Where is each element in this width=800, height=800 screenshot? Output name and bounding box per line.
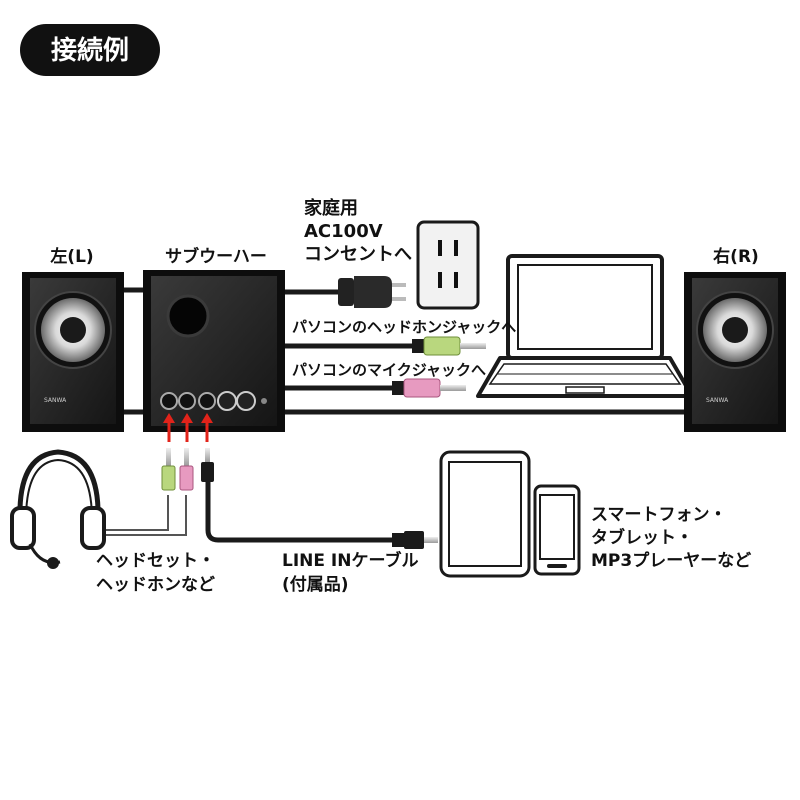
headset-cable-green xyxy=(92,495,169,531)
arrow-jack-2-head xyxy=(181,413,193,423)
linein-label-line1: LINE INケーブル xyxy=(282,550,418,571)
right-speaker-brand: SANWA xyxy=(706,397,729,404)
mic-plug-strain xyxy=(392,381,406,395)
laptop-trackpad xyxy=(565,386,605,394)
subwoofer xyxy=(143,270,285,432)
headphone-plug-body xyxy=(423,336,461,356)
left-speaker-ear-l xyxy=(64,319,70,325)
left-speaker-label: 左(L) xyxy=(50,246,93,267)
pc-plugs xyxy=(392,336,486,398)
right-speaker-ear-l xyxy=(726,319,732,325)
outlet-plate xyxy=(416,220,480,310)
outlet-slot-3 xyxy=(438,272,442,288)
pink-plug-body xyxy=(179,465,194,491)
power-plug-prong-2 xyxy=(392,297,406,301)
phone-screen xyxy=(539,494,575,560)
linein-end-body xyxy=(404,531,424,549)
volume-knob xyxy=(236,391,256,411)
headphone-plug-tip xyxy=(460,343,486,349)
headset-jack-2 xyxy=(178,392,196,410)
headset-band-outer xyxy=(17,449,101,521)
power-plug xyxy=(338,276,406,308)
right-speaker-ear-r xyxy=(738,319,744,325)
jack-arrows xyxy=(163,413,213,442)
headset-cable-pink xyxy=(92,495,187,536)
line-in-cable xyxy=(205,475,398,543)
headset-cables xyxy=(92,495,187,536)
power-led xyxy=(261,398,267,404)
headset xyxy=(10,449,106,569)
ac-label-line3: コンセントへ xyxy=(304,244,412,265)
headset-plugs xyxy=(161,448,214,491)
bass-knob xyxy=(217,391,237,411)
outlet-slot-4 xyxy=(454,272,458,288)
headphone-plug-strain xyxy=(412,339,426,353)
right-speaker-label: 右(R) xyxy=(713,246,759,267)
tablet-screen xyxy=(448,461,522,567)
title-pill xyxy=(20,24,160,76)
line-in-jack xyxy=(198,392,216,410)
phone-button xyxy=(547,564,567,568)
wall-outlet xyxy=(416,220,480,310)
labels: 左(L) サブウーハー 右(R) 家庭用 AC100V コンセントへ パソコンの… xyxy=(50,197,759,595)
power-plug-strain xyxy=(338,278,354,306)
headset-label-line1: ヘッドセット・ xyxy=(96,551,215,571)
outlet-slot-2 xyxy=(454,240,458,256)
outlet-slot-1 xyxy=(438,240,442,256)
laptop xyxy=(476,254,694,398)
subwoofer-label: サブウーハー xyxy=(165,246,267,267)
right-speaker-cap xyxy=(722,317,748,343)
left-speaker-brand: SANWA xyxy=(44,397,67,404)
title-badge: 接続例 xyxy=(20,24,160,76)
headset-label-line2: ヘッドホンなど xyxy=(96,575,215,595)
tablet xyxy=(439,450,531,578)
linein-label-line2: (付属品) xyxy=(282,574,349,595)
devices-label-line2: タブレット・ xyxy=(591,527,693,548)
smartphone xyxy=(533,484,581,576)
headset-jack-1 xyxy=(160,392,178,410)
laptop-screen xyxy=(517,264,653,350)
bass-port xyxy=(166,294,210,338)
headset-mic xyxy=(47,557,59,569)
linein-plug-body xyxy=(201,462,214,482)
left-speaker-cap xyxy=(60,317,86,343)
ac-label-line1: 家庭用 xyxy=(304,197,358,219)
devices-label-line3: MP3プレーヤーなど xyxy=(591,550,751,571)
right-speaker: SANWA xyxy=(684,272,786,432)
headset-left-cup xyxy=(10,506,36,550)
left-speaker-ear-r xyxy=(76,319,82,325)
mic-plug-body xyxy=(403,378,441,398)
mic-jack-label: パソコンのマイクジャックへ xyxy=(292,361,486,379)
mic-plug-tip xyxy=(440,385,466,391)
devices-label-line1: スマートフォン・ xyxy=(591,505,727,525)
power-plug-body xyxy=(354,276,392,308)
linein-plug-tip xyxy=(205,448,210,462)
left-speaker: SANWA xyxy=(22,272,124,432)
ac-label-line2: AC100V xyxy=(304,221,383,242)
laptop-keyboard xyxy=(488,363,682,385)
linein-device-plug xyxy=(392,531,438,549)
linein-end-strain xyxy=(392,533,406,547)
headset-band-inner xyxy=(25,458,93,521)
headphone-jack-label: パソコンのヘッドホンジャックへ xyxy=(292,318,516,336)
arrow-jack-3-head xyxy=(201,413,213,423)
power-plug-prong-1 xyxy=(392,283,406,287)
headset-right-cup xyxy=(80,506,106,550)
title-text: 接続例 xyxy=(51,35,129,66)
pink-plug-tip xyxy=(184,448,189,466)
green-plug-body xyxy=(161,465,176,491)
green-plug-tip xyxy=(166,448,171,466)
linein-end-tip xyxy=(424,537,438,543)
arrow-jack-1-head xyxy=(163,413,175,423)
